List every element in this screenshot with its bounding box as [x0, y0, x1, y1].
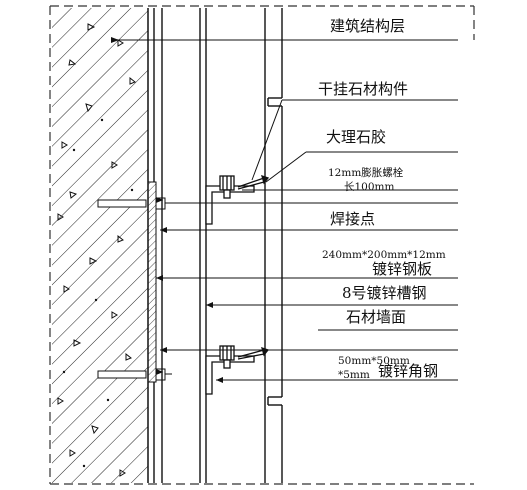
lower-angle-steel: [205, 345, 270, 395]
label-structure-layer: 建筑结构层: [330, 17, 406, 35]
leader-arrows: [156, 227, 223, 383]
expansion-bolts: [97, 197, 172, 381]
weld-connections: [156, 197, 164, 375]
label-plate-size: 240mm*200mm*12mm: [322, 249, 446, 261]
label-angle-size-1: 50mm*50mm: [338, 355, 410, 367]
embedded-plate: [147, 181, 157, 383]
structure-wall: [52, 8, 149, 483]
drawing-frame: [49, 5, 475, 485]
upper-angle-steel: [205, 174, 270, 225]
label-angle-name: 镀锌角钢: [378, 362, 439, 380]
stone-panels: [264, 8, 283, 483]
label-channel-steel: 8号镀锌槽钢: [342, 284, 427, 302]
label-marble-glue: 大理石胶: [326, 128, 387, 146]
label-angle-size-2: *5mm: [338, 369, 370, 381]
leader-lines: [111, 37, 458, 381]
label-weld-point: 焊接点: [330, 210, 376, 228]
label-stone-wall: 石材墙面: [346, 308, 407, 326]
label-plate-name: 镀锌钢板: [372, 260, 433, 278]
label-dry-hang-member: 干挂石材构件: [318, 80, 409, 98]
label-bolt-length: 长100mm: [344, 181, 395, 193]
channel-steel: [153, 8, 207, 483]
label-bolt-spec: 12mm膨胀螺栓: [328, 167, 404, 179]
